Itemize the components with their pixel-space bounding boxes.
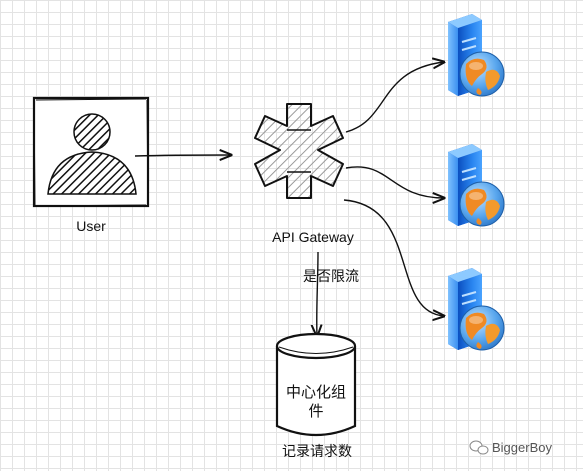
gateway-node: API Gateway <box>254 103 354 245</box>
component-node: 中心化组 件 记录请求数 <box>275 332 357 459</box>
rate-limit-label: 是否限流 <box>303 268 359 284</box>
server-node-3 <box>447 267 505 351</box>
watermark-text: BiggerBoy <box>492 440 552 455</box>
gateway-icon <box>254 103 344 199</box>
gateway-label: API Gateway <box>272 229 354 245</box>
wechat-icon <box>469 440 489 455</box>
user-to-gateway-arrow <box>134 155 231 156</box>
database-icon <box>275 332 357 437</box>
user-icon <box>47 113 137 195</box>
gateway-to-server-3-arrow <box>343 199 444 316</box>
server-icon <box>447 13 505 97</box>
server-node-1 <box>447 13 505 97</box>
server-icon <box>447 267 505 351</box>
gateway-to-component-arrow <box>317 251 318 336</box>
gateway-to-server-2-arrow <box>345 166 444 198</box>
gateway-to-server-1-arrow <box>345 62 444 133</box>
component-caption: 记录请求数 <box>282 443 352 459</box>
server-node-2 <box>447 143 505 227</box>
watermark: BiggerBoy <box>469 440 552 455</box>
component-label-line1: 中心化组 <box>286 384 346 401</box>
user-node: User <box>32 96 150 234</box>
server-icon <box>447 143 505 227</box>
user-label: User <box>76 218 106 234</box>
component-label-line2: 件 <box>308 403 323 420</box>
